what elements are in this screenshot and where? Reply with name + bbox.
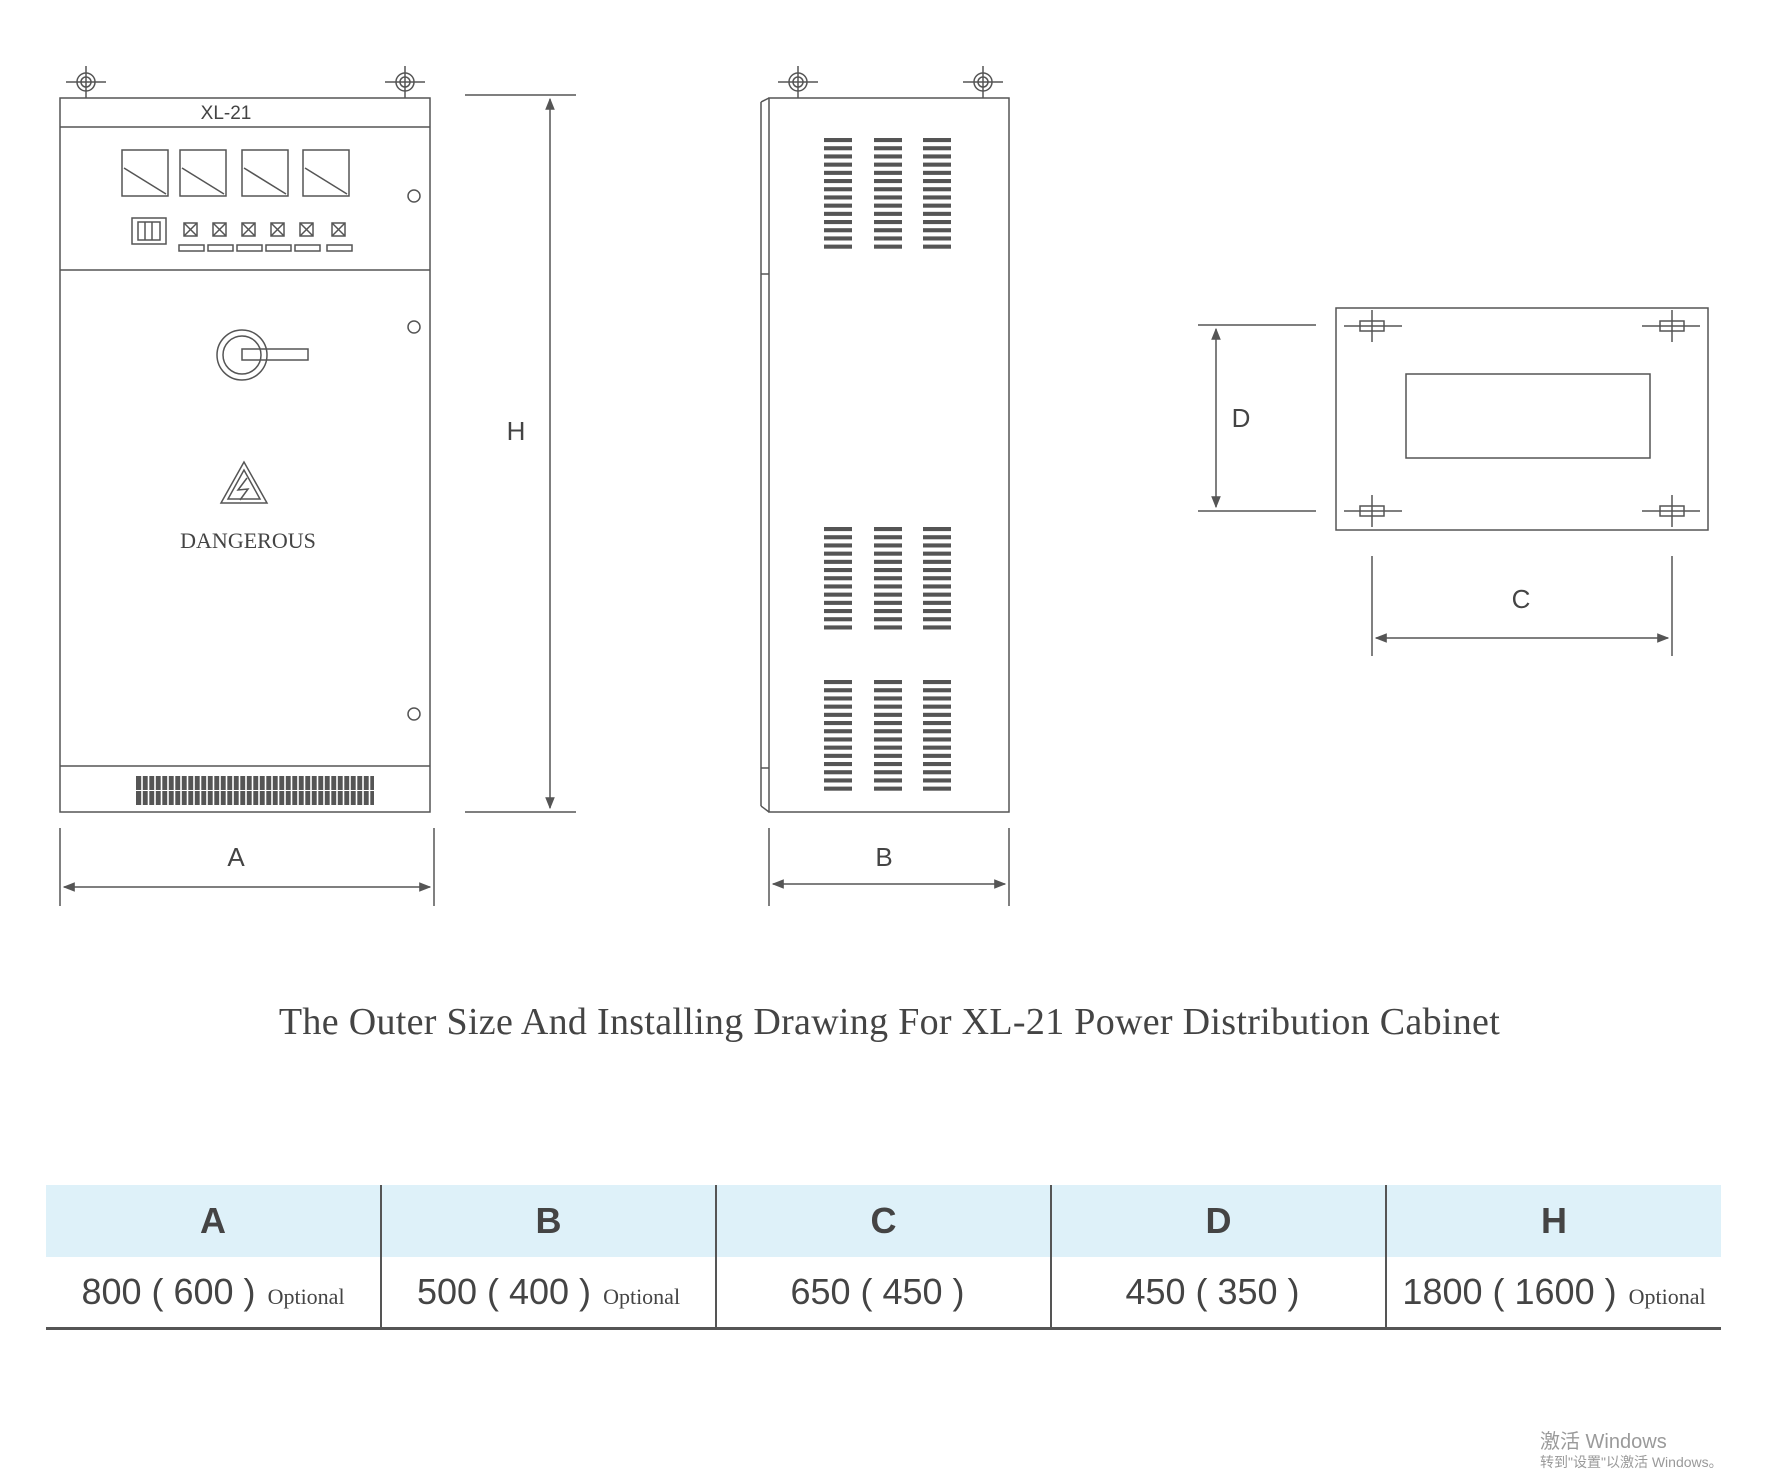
table-header: D	[1050, 1185, 1386, 1257]
windows-activation-watermark: 激活 Windows	[1540, 1431, 1667, 1453]
base-view	[1335, 307, 1709, 531]
model-label: XL-21	[201, 103, 252, 124]
warning-label: DANGEROUS	[180, 528, 316, 553]
dimension-h-label: H	[507, 416, 526, 446]
side-vent-louvers	[824, 138, 951, 791]
anchor-bolt-icon	[1344, 310, 1402, 342]
door-knob	[407, 707, 421, 721]
table-cell: 1800 ( 1600 )Optional	[1385, 1257, 1721, 1330]
high-voltage-warning-icon	[219, 460, 269, 504]
dimension-a-label: A	[227, 842, 245, 872]
anchor-bolt-icon	[1642, 310, 1700, 342]
table-cell: 500 ( 400 )Optional	[380, 1257, 716, 1330]
dimension-table: A B C D H 800 ( 600 )Optional 500 ( 400 …	[46, 1185, 1721, 1330]
dimension-b-label: B	[875, 842, 892, 872]
lifting-eye-icon	[385, 66, 425, 98]
anchor-bolt-icon	[1344, 495, 1402, 527]
rotary-handle-icon	[216, 329, 309, 381]
table-cell: 450 ( 350 )	[1050, 1257, 1386, 1330]
lifting-eye-icon	[963, 66, 1003, 98]
indicator-lights	[178, 222, 353, 252]
vent-grille	[136, 776, 374, 805]
door-knob	[407, 320, 421, 334]
table-header: A	[46, 1185, 381, 1257]
dimension-d-label: D	[1232, 403, 1251, 433]
dimension-d	[1198, 324, 1316, 512]
drawing-caption: The Outer Size And Installing Drawing Fo…	[278, 1001, 1501, 1043]
meter-icon	[302, 149, 350, 197]
dimension-c	[1371, 556, 1673, 656]
table-cell: 650 ( 450 )	[715, 1257, 1051, 1330]
door-knob	[407, 189, 421, 203]
meter-icon	[179, 149, 227, 197]
dimension-a	[59, 828, 435, 906]
dimension-b	[768, 828, 1010, 906]
table-header: H	[1385, 1185, 1721, 1257]
lifting-eye-icon	[778, 66, 818, 98]
side-view	[760, 66, 1010, 813]
front-view	[59, 66, 431, 813]
dimension-h	[465, 94, 576, 813]
lifting-eye-icon	[66, 66, 106, 98]
table-header-row: A B C D H	[46, 1185, 1721, 1257]
meter-icon	[121, 149, 169, 197]
table-cell: 800 ( 600 )Optional	[46, 1257, 381, 1330]
table-header: C	[715, 1185, 1051, 1257]
switch-block-icon	[131, 217, 167, 245]
windows-activation-subtext: 转到"设置"以激活 Windows。	[1540, 1454, 1723, 1470]
table-header: B	[380, 1185, 716, 1257]
anchor-bolt-icon	[1642, 495, 1700, 527]
cabinet-drawing: XL-21 DANGEROUS A H B D C	[59, 66, 1709, 906]
meter-icon	[241, 149, 289, 197]
table-row: 800 ( 600 )Optional 500 ( 400 )Optional …	[46, 1257, 1721, 1330]
dimension-c-label: C	[1512, 584, 1531, 614]
